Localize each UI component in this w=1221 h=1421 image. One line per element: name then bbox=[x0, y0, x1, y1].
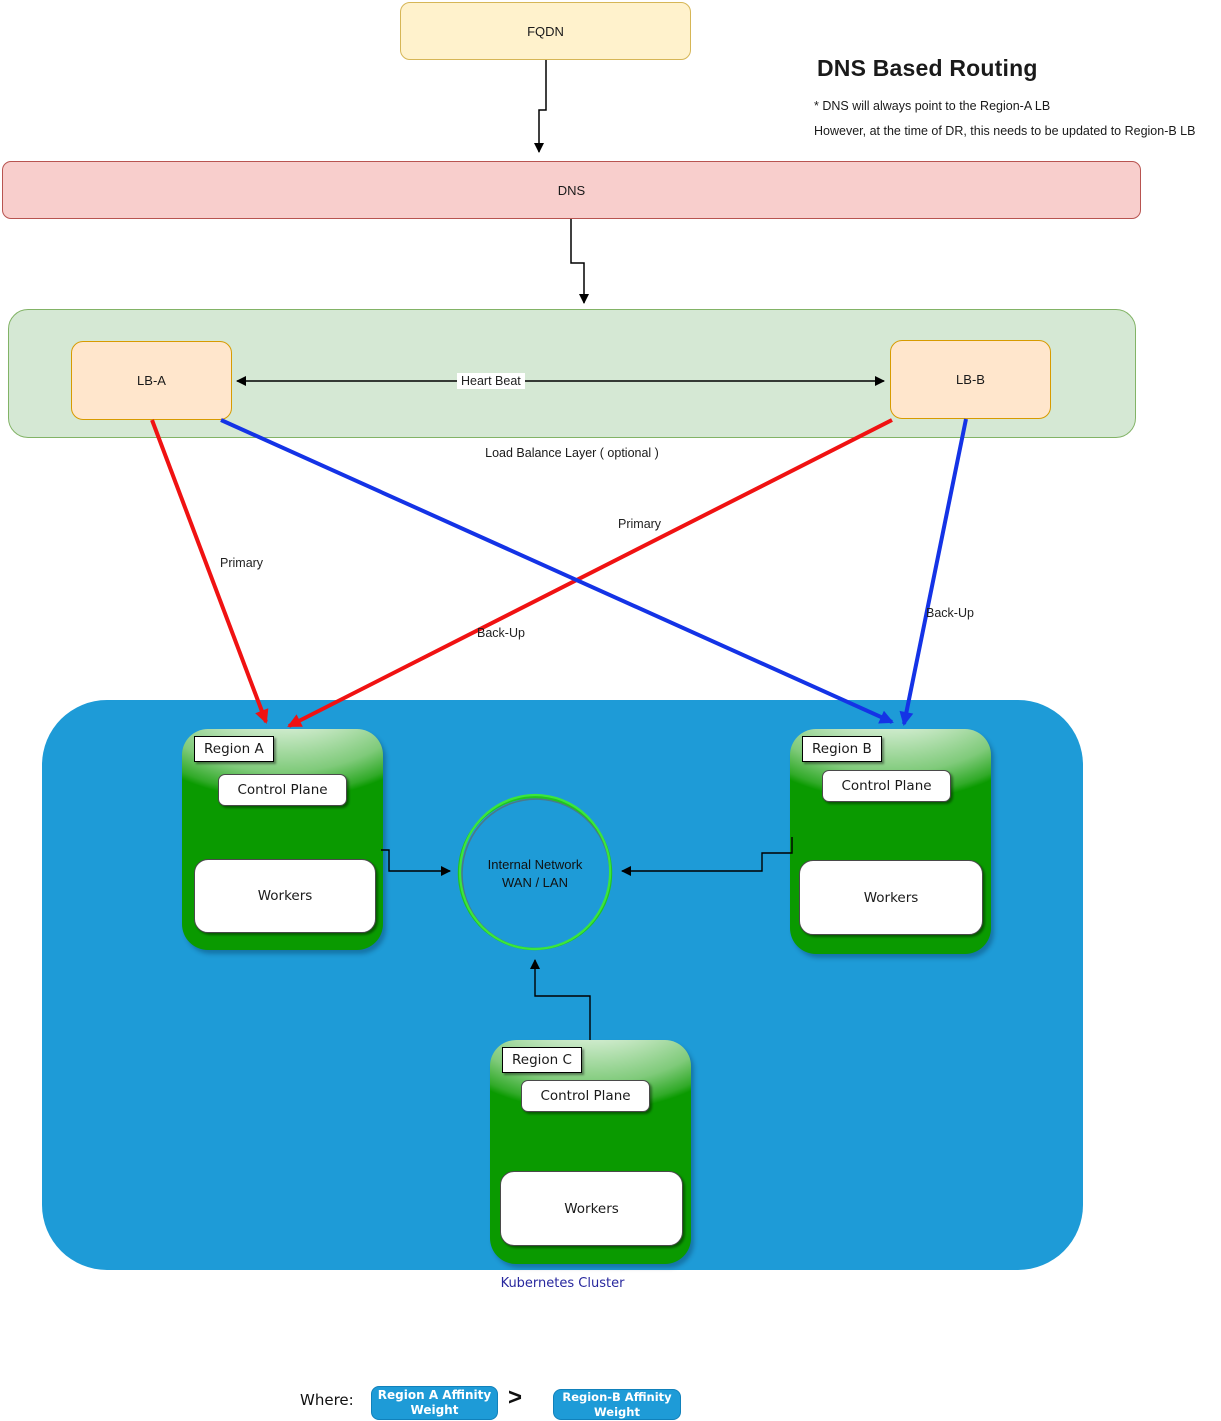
internal-network-node: Internal Network WAN / LAN bbox=[455, 793, 615, 953]
lb-a-label: LB-A bbox=[137, 373, 166, 388]
fqdn-node: FQDN bbox=[400, 2, 691, 60]
lb-a-node: LB-A bbox=[71, 341, 232, 420]
region-b-workers: Workers bbox=[799, 860, 983, 935]
backup-label-lbb: Back-Up bbox=[926, 606, 974, 620]
region-c-tag: Region C bbox=[502, 1047, 582, 1073]
internal-network-line1: Internal Network bbox=[487, 856, 583, 872]
heartbeat-edge-label: Heart Beat bbox=[457, 373, 525, 389]
edge-fqdn-to-dns bbox=[534, 60, 547, 153]
internal-network-sketch-circle bbox=[457, 793, 613, 951]
region-a-control-plane: Control Plane bbox=[218, 774, 347, 806]
kubernetes-cluster-caption: Kubernetes Cluster bbox=[500, 1276, 625, 1291]
region-c-node: Region C Control Plane Workers bbox=[490, 1040, 691, 1264]
region-b-tag: Region B bbox=[802, 736, 882, 762]
primary-label-lba: Primary bbox=[220, 556, 264, 570]
legend-b-line2: Weight bbox=[594, 1404, 640, 1419]
region-b-node: Region B Control Plane Workers bbox=[790, 729, 991, 954]
region-c-workers: Workers bbox=[500, 1171, 683, 1246]
dns-node: DNS bbox=[2, 161, 1141, 219]
primary-label-lbb: Primary bbox=[618, 517, 662, 531]
edge-primary-lbb-to-region-a bbox=[287, 418, 893, 728]
edge-backup-lba-to-region-b bbox=[220, 418, 894, 724]
legend-b-line1: Region-B Affinity bbox=[562, 1390, 672, 1405]
region-a-tag: Region A bbox=[194, 736, 274, 762]
legend-region-b-affinity-weight: Region-B Affinity Weight bbox=[553, 1389, 681, 1420]
lb-b-node: LB-B bbox=[890, 340, 1051, 419]
backup-label-lba: Back-Up bbox=[477, 626, 525, 640]
lb-b-label: LB-B bbox=[956, 372, 985, 387]
edge-dns-to-lb-layer bbox=[570, 219, 589, 304]
note-dr-update: However, at the time of DR, this needs t… bbox=[814, 124, 1196, 138]
region-a-workers: Workers bbox=[194, 859, 376, 933]
legend-greater-than-operator: > bbox=[508, 1384, 523, 1411]
page-title: DNS Based Routing bbox=[817, 55, 1038, 81]
internal-network-line2: WAN / LAN bbox=[502, 874, 568, 890]
dns-label: DNS bbox=[557, 182, 586, 198]
region-b-control-plane: Control Plane bbox=[822, 770, 951, 802]
edge-primary-lba-to-region-a bbox=[150, 419, 269, 724]
legend-a-line1: Region A Affinity bbox=[377, 1388, 492, 1402]
load-balance-layer-caption: Load Balance Layer ( optional ) bbox=[485, 446, 659, 460]
legend-a-line2: Weight bbox=[410, 1403, 459, 1417]
internal-network-label: Internal Network WAN / LAN bbox=[455, 793, 615, 953]
region-c-control-plane: Control Plane bbox=[521, 1080, 650, 1112]
fqdn-label: FQDN bbox=[527, 23, 564, 39]
legend-where-label: Where: bbox=[300, 1391, 354, 1409]
edge-backup-lbb-to-region-b bbox=[899, 418, 968, 726]
note-dns-points-region-a: * DNS will always point to the Region-A … bbox=[814, 99, 1051, 113]
region-a-node: Region A Control Plane Workers bbox=[182, 729, 383, 950]
legend-region-a-affinity-weight: Region A Affinity Weight bbox=[371, 1386, 498, 1420]
